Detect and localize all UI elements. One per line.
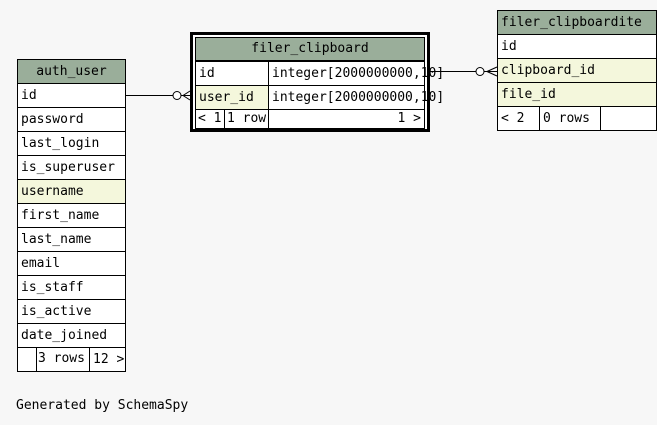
table-filer-clipboarditem: filer_clipboardite id clipboard_id file_…	[497, 10, 657, 132]
edge-auth-user-to-filer-clipboard	[126, 90, 191, 101]
column-clipboard-id[interactable]: clipboard_id	[497, 58, 657, 83]
footer-children: 1 >	[268, 109, 425, 129]
relationship-edges	[126, 66, 498, 101]
generated-by-text: Generated by SchemaSpy	[16, 398, 189, 413]
column-is-staff[interactable]: is_staff	[17, 275, 126, 300]
edge-filer-clipboard-to-clipboarditem	[430, 66, 498, 77]
column-user-id[interactable]: user_id	[195, 85, 269, 110]
footer-children: 12 >	[89, 348, 124, 371]
footer-parents: < 1	[195, 109, 225, 129]
column-username[interactable]: username	[17, 179, 126, 204]
table-header-auth-user[interactable]: auth_user	[17, 59, 126, 84]
column-is-superuser[interactable]: is_superuser	[17, 155, 126, 180]
column-id[interactable]: id	[195, 61, 269, 86]
footer-rows: 0 rows	[539, 106, 601, 131]
column-file-id[interactable]: file_id	[497, 82, 657, 107]
footer-rows: 3 rows	[38, 351, 85, 366]
column-date-joined[interactable]: date_joined	[17, 323, 126, 348]
table-filer-clipboard: filer_clipboard id integer[2000000000,10…	[190, 32, 444, 132]
footer-rows: 1 row	[224, 109, 269, 129]
column-first-name[interactable]: first_name	[17, 203, 126, 228]
column-password[interactable]: password	[17, 107, 126, 132]
footer-left	[18, 348, 37, 371]
footer-parents: < 2	[497, 106, 540, 131]
table-footer-auth-user: 3 rows 12 >	[17, 347, 126, 372]
table-header-filer-clipboard[interactable]: filer_clipboard	[195, 37, 425, 61]
